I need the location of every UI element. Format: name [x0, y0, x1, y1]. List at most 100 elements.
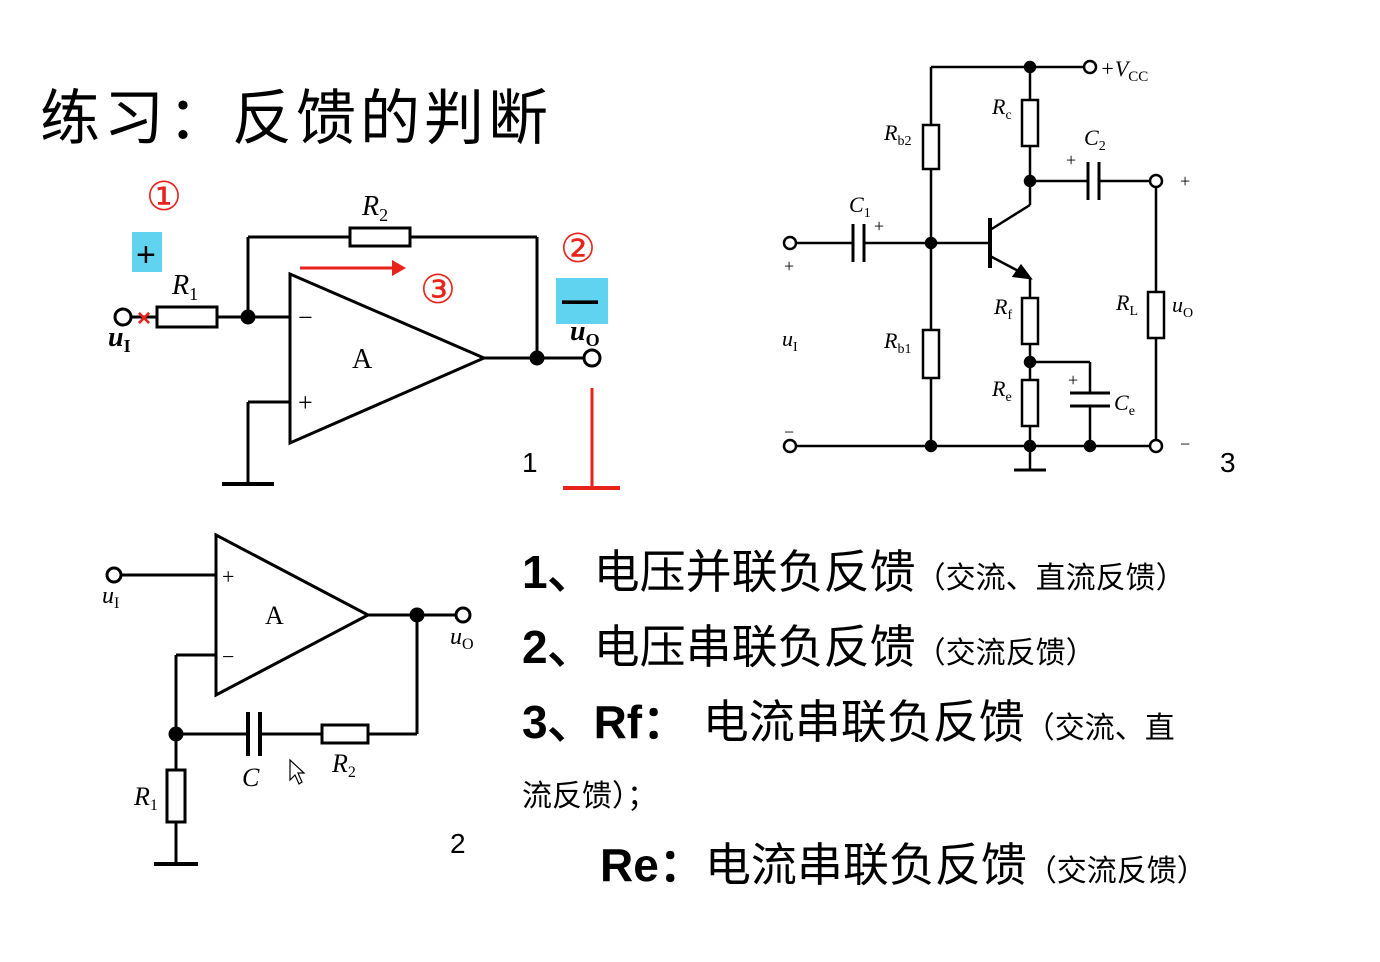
circuit1-r2-label: R — [361, 191, 379, 222]
circuit2-node-feedback — [168, 726, 184, 742]
circuit3-rb2-sub: b2 — [897, 134, 911, 149]
circuit1-minus-in: − — [298, 303, 313, 332]
svg-text:+VCC: +VCC — [1100, 56, 1148, 85]
answer-3-note: （交流、直 — [1024, 711, 1175, 746]
circuit1-r2-resistor — [348, 226, 412, 248]
circuit1-uo-sub: O — [586, 330, 600, 350]
circuit3-out-minus: − — [1180, 434, 1190, 454]
circuit3-rf-resistor — [1020, 296, 1040, 346]
circuit1-minus-mark: — — [562, 279, 598, 320]
answer-line-1: 1、电压并联负反馈（交流、直流反馈） — [522, 538, 1372, 613]
answer-line-3-continued: 流反馈）； — [522, 779, 657, 814]
circuit-3 — [782, 59, 1166, 472]
circuit2-output-terminal — [454, 606, 472, 624]
circuit3-rb2-label: R — [883, 120, 898, 145]
svg-text:Re: Re — [991, 376, 1012, 405]
circuit3-number: 3 — [1220, 447, 1236, 478]
svg-text:uO: uO — [1172, 292, 1193, 321]
svg-text:uO: uO — [570, 316, 600, 350]
circuit1-labels: ① ② ③ + — × R1 R2 A − + uI uO 1 — [108, 175, 600, 478]
circuit2-r1-resistor — [165, 768, 187, 824]
circuit3-rf-sub: f — [1007, 308, 1012, 323]
circuit3-rf-label: R — [993, 294, 1008, 319]
circuit1-number: 1 — [522, 447, 538, 478]
answers-block: 1、电压并联负反馈（交流、直流反馈） 2、电压串联负反馈（交流反馈） 3、Rf：… — [522, 538, 1372, 906]
circuit2-r1-sub: 1 — [150, 797, 158, 814]
answer-line-3: 3、Rf： 电流串联负反馈（交流、直 — [522, 688, 1372, 763]
circuit1-uo-label: u — [570, 316, 586, 347]
circuit1-opamp — [288, 271, 488, 446]
mouse-cursor-icon — [289, 758, 306, 785]
circuit2-r1-label: R — [133, 782, 150, 811]
svg-text:Rb2: Rb2 — [883, 120, 911, 149]
svg-text:Rb1: Rb1 — [883, 328, 911, 357]
circuit1-r1-sub: 1 — [189, 284, 198, 304]
circuit2-uo-label: u — [450, 624, 462, 650]
answer-1-note: （交流、直流反馈） — [915, 561, 1186, 596]
circuit2-c-label: C — [242, 763, 260, 792]
circuit3-output-terminal-bottom — [1148, 438, 1164, 454]
circuit3-rb2-resistor — [921, 123, 941, 171]
svg-text:uI: uI — [102, 583, 119, 612]
circuit1-ui-label: u — [108, 322, 124, 353]
circuit1-r1-label: R — [171, 270, 189, 301]
answer-line-2: 2、电压串联负反馈（交流反馈） — [522, 613, 1372, 688]
circuit-2 — [105, 532, 472, 866]
answer-3-text: 电流串联负反馈 — [702, 695, 1025, 749]
svg-text:R1: R1 — [133, 782, 158, 814]
svg-text:uO: uO — [450, 624, 474, 653]
circuit2-input-terminal — [105, 566, 123, 584]
arrow-head-icon — [392, 260, 406, 276]
circuit3-re-resistor — [1020, 378, 1040, 428]
circuit3-rl-label: R — [1115, 290, 1130, 315]
circuit3-rl-sub: L — [1129, 304, 1138, 319]
circuit2-r2-label: R — [331, 749, 348, 778]
svg-text:R1: R1 — [171, 270, 198, 304]
emitter-arrow-icon — [1011, 263, 1033, 280]
circuit-1 — [113, 226, 602, 486]
circuit3-c1-sub: 1 — [864, 206, 871, 221]
svg-text:uI: uI — [782, 326, 798, 355]
circuit3-input-terminal — [782, 235, 798, 251]
circuit3-labels: +VCC Rb2 Rb1 Rc Rf Re RL uO uI C1 C2 Ce … — [782, 56, 1236, 478]
circuit1-amp-label: A — [352, 344, 373, 375]
circuit1-plus-in: + — [298, 388, 313, 417]
circuit2-r2-sub: 2 — [348, 764, 356, 781]
svg-text:R2: R2 — [331, 749, 356, 781]
circuit3-re-label: R — [991, 376, 1006, 401]
svg-text:Rc: Rc — [991, 94, 1012, 123]
svg-text:C1: C1 — [849, 192, 871, 221]
svg-text:R2: R2 — [361, 191, 388, 225]
svg-text:C2: C2 — [1084, 125, 1106, 154]
circuit3-uo-label: u — [1172, 292, 1183, 317]
svg-text:Ce: Ce — [1114, 390, 1135, 419]
answer-line-4: Re：电流串联负反馈（交流反馈） — [522, 831, 1372, 906]
circuit3-vcc-prefix: +V — [1100, 56, 1131, 81]
circuit3-c1-label: C — [849, 192, 864, 217]
circuit3-ui-label: u — [782, 326, 793, 351]
circuit1-annotations — [132, 232, 620, 490]
circuit3-rb1-sub: b1 — [897, 342, 911, 357]
circuit2-opamp — [214, 532, 372, 698]
circuit1-r1-resistor — [155, 305, 219, 329]
circuit3-ce-plus: + — [1068, 370, 1078, 390]
answer-1-text: 电压并联负反馈 — [593, 545, 916, 599]
circuit2-plus-in: + — [222, 564, 234, 589]
circuit2-amp-label: A — [265, 601, 284, 630]
svg-text:RL: RL — [1115, 290, 1138, 319]
circuit3-ce-sub: e — [1129, 404, 1135, 419]
svg-text:uI: uI — [108, 322, 131, 356]
circuit2-uo-sub: O — [462, 636, 474, 653]
answer-1-number: 1、 — [522, 546, 594, 598]
circuit3-uo-sub: O — [1183, 306, 1193, 321]
answer-4-note: （交流反馈） — [1026, 854, 1207, 889]
circuit3-c2-sub: 2 — [1099, 139, 1106, 154]
circuit3-rb1-resistor — [921, 328, 941, 380]
circuit1-minus-highlight — [556, 278, 608, 324]
svg-text:Rf: Rf — [993, 294, 1012, 323]
answer-4-number: Re： — [600, 839, 705, 891]
circuit1-output-terminal — [582, 348, 602, 368]
circuit1-plus-mark: + — [136, 236, 156, 274]
circuit3-rl-resistor — [1146, 290, 1166, 340]
